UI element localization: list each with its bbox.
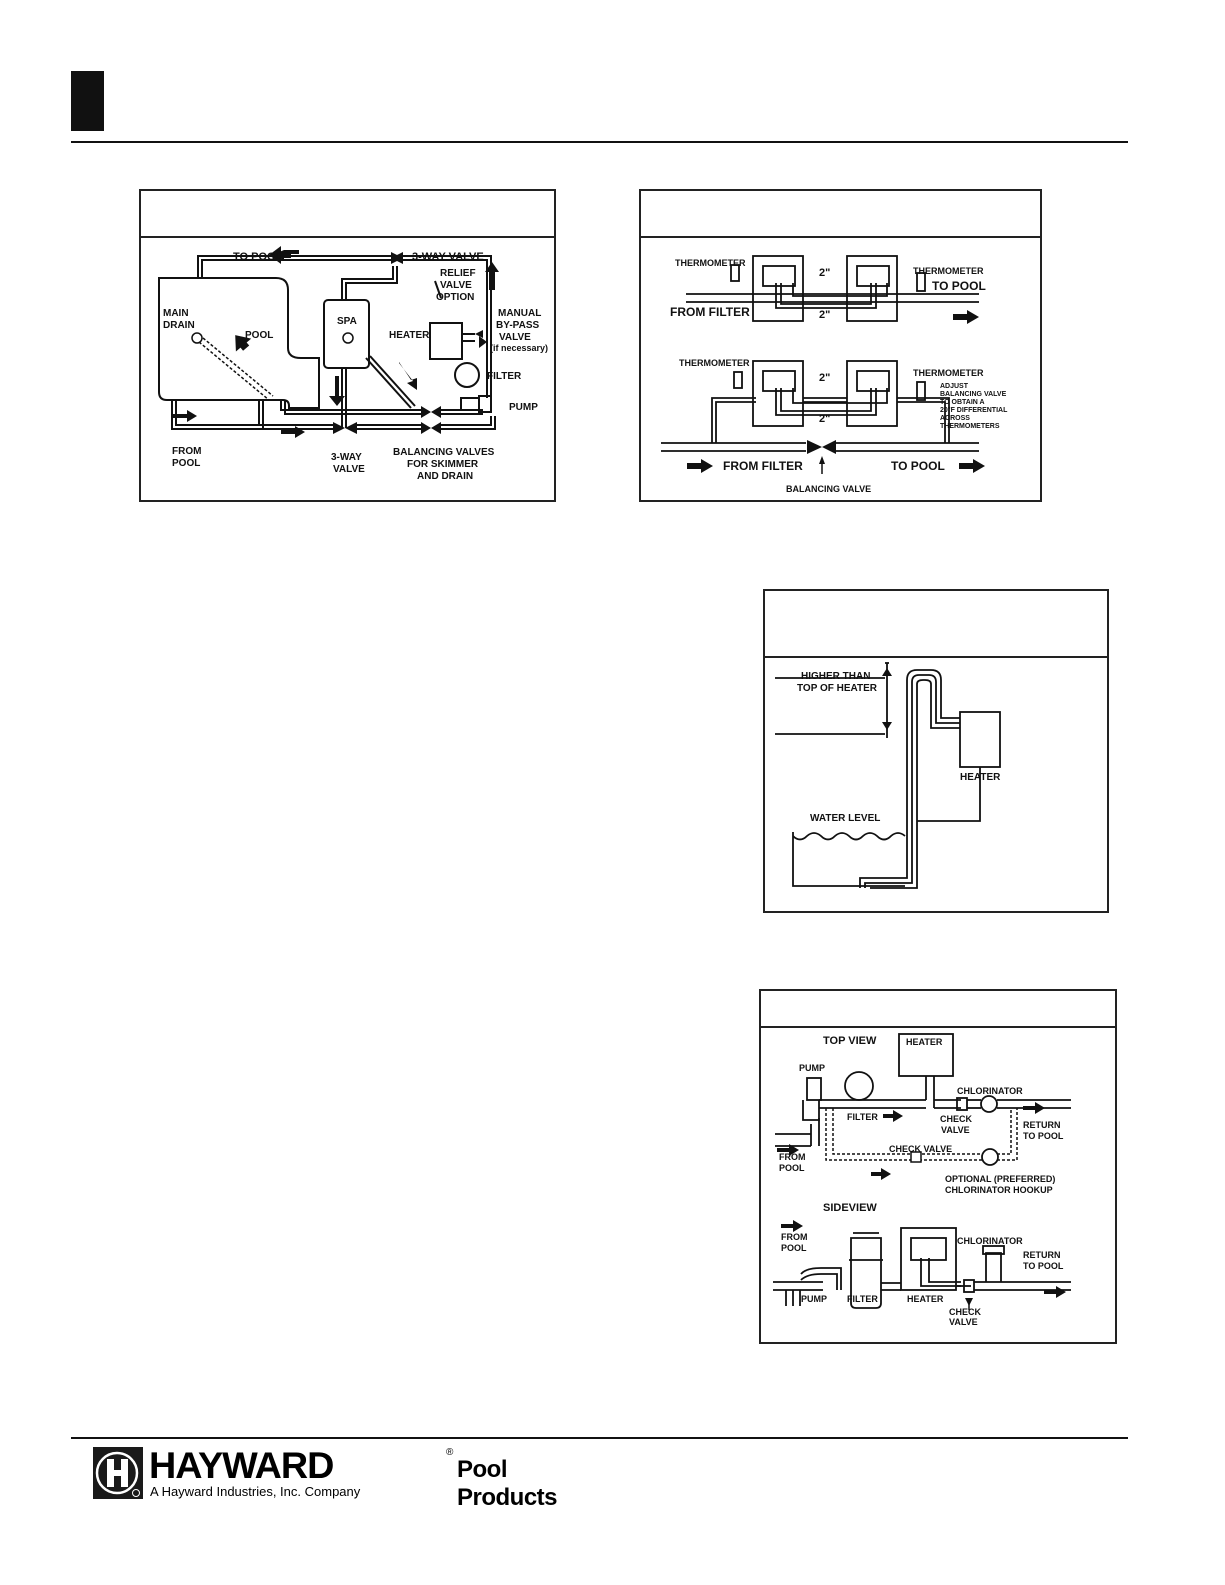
pool-products-label: Pool Products (457, 1456, 558, 1511)
pipe-size-label-3: 2" (819, 372, 830, 384)
bypass-valve-label: VALVE (499, 332, 531, 343)
thermometer-label-1: THERMOMETER (675, 258, 746, 268)
to-pool-label-2: TO POOL (891, 459, 945, 473)
heater-label-top: HEATER (906, 1037, 943, 1047)
chlorinator-hookup-label: CHLORINATOR HOOKUP (945, 1185, 1053, 1195)
figure-multiple-heaters: THERMOMETER THERMOMETER 2" 2" TO POOL FR… (639, 189, 1042, 502)
heater-label: HEATER (960, 772, 1001, 783)
from-label-side: FROM (781, 1232, 808, 1242)
adjust-note-1: ADJUST (940, 383, 969, 390)
figure-title (761, 991, 1115, 1028)
and-drain-label: AND DRAIN (417, 471, 473, 482)
if-necessary-label: (if necessary) (490, 343, 548, 353)
adjust-note-3: TO OBTAIN A (940, 399, 985, 406)
optional-label: OPTIONAL (PREFERRED) (945, 1174, 1055, 1184)
check-label-top: CHECK (940, 1114, 973, 1124)
adjust-note-2: BALANCING VALVE (940, 391, 1007, 398)
higher-than-label: HIGHER THAN (801, 671, 870, 682)
pool-label: POOL (245, 330, 273, 341)
three-way-valve-label: 3-WAY VALVE (412, 251, 484, 263)
to-pool-label-1: TO POOL (932, 279, 986, 293)
brand-name: HAYWARD (149, 1445, 334, 1486)
check-label-side: CHECK (949, 1307, 982, 1317)
filter-label-side: FILTER (847, 1294, 878, 1304)
sideview-label: SIDEVIEW (823, 1202, 877, 1214)
check-valve-label: CHECK VALVE (889, 1144, 952, 1154)
to-pool-label: TO POOL (233, 251, 283, 263)
water-level-label: WATER LEVEL (810, 813, 880, 824)
return-label-side: RETURN (1023, 1250, 1061, 1260)
balancing-valve-label: BALANCING VALVE (786, 484, 871, 494)
heater-label-side: HEATER (907, 1294, 944, 1304)
relief-label: RELIEF (440, 268, 476, 279)
three-way-valve-bottom-label: VALVE (333, 464, 365, 475)
to-pool-label-side: TO POOL (1023, 1261, 1064, 1271)
pipe-size-label-1: 2" (819, 267, 830, 279)
from-filter-label-2: FROM FILTER (723, 459, 803, 473)
hayward-logo: HAYWARD ® Pool Products A Hayward Indust… (93, 1445, 558, 1511)
figure-title (641, 191, 1040, 238)
from-label: FROM (172, 446, 201, 457)
chlorinator-label-side: CHLORINATOR (957, 1236, 1023, 1246)
balancing-valves-label: BALANCING VALVES (393, 447, 495, 458)
pump-label-side: PUMP (801, 1294, 827, 1304)
to-pool-label-top: TO POOL (1023, 1131, 1064, 1141)
drain-label: DRAIN (163, 320, 195, 331)
pool-label-top: POOL (779, 1163, 805, 1173)
return-label-top: RETURN (1023, 1120, 1061, 1130)
from-filter-label-1: FROM FILTER (670, 305, 750, 319)
heater-elevation-diagram: HIGHER THAN TOP OF HEATER HEATER WATER L… (775, 662, 1001, 889)
from-label-top: FROM (779, 1152, 806, 1162)
top-of-heater-label: TOP OF HEATER (797, 683, 878, 694)
pipe-size-label-2: 2" (819, 309, 830, 321)
figure-chlorinator-hookup: TOP VIEW HEATER PUMP CHLORINATOR FILTER … (759, 989, 1117, 1344)
registered-mark: ® (446, 1447, 454, 1458)
from-pool-label: POOL (172, 458, 200, 469)
multiple-heaters-diagram: THERMOMETER THERMOMETER 2" 2" TO POOL FR… (661, 255, 1008, 494)
top-view-label: TOP VIEW (823, 1035, 877, 1047)
relief-valve-label: VALVE (440, 280, 472, 291)
figure-heater-below-water: HIGHER THAN TOP OF HEATER HEATER WATER L… (763, 589, 1109, 913)
manual-label: MANUAL (498, 308, 541, 319)
spa-pool-diagram: TO POOL 3-WAY VALVE RELIEF VALVE OPTION … (158, 246, 548, 482)
hayward-h-emblem-icon (93, 1447, 143, 1499)
figure-spa-pool-plumbing: TO POOL 3-WAY VALVE RELIEF VALVE OPTION … (139, 189, 556, 502)
relief-option-label: OPTION (436, 292, 474, 303)
bypass-label: BY-PASS (496, 320, 539, 331)
valve-label-top: VALVE (941, 1125, 970, 1135)
adjust-note-6: THERMOMETERS (940, 423, 1000, 430)
spa-label: SPA (337, 316, 357, 327)
section-tab-marker (71, 71, 104, 131)
adjust-note-4: 20°F DIFFERENTIAL (940, 406, 1008, 414)
valve-label-side: VALVE (949, 1317, 978, 1327)
for-skimmer-label: FOR SKIMMER (407, 459, 479, 470)
footer-rule (71, 1437, 1128, 1439)
pipe-size-label-4: 2" (819, 413, 830, 425)
filter-label: FILTER (487, 371, 522, 382)
figure-title (141, 191, 554, 238)
thermometer-label-2: THERMOMETER (913, 266, 984, 276)
pool-label-side: POOL (781, 1243, 807, 1253)
heater-label: HEATER (389, 330, 430, 341)
main-label: MAIN (163, 308, 189, 319)
pump-label-top: PUMP (799, 1063, 825, 1073)
three-way-label: 3-WAY (331, 452, 362, 463)
thermometer-label-4: THERMOMETER (913, 368, 984, 378)
thermometer-label-3: THERMOMETER (679, 358, 750, 368)
filter-label-top: FILTER (847, 1112, 878, 1122)
chlorinator-diagram: TOP VIEW HEATER PUMP CHLORINATOR FILTER … (773, 1033, 1071, 1327)
header-rule (71, 141, 1128, 143)
figure-title (765, 591, 1107, 658)
pump-label: PUMP (509, 402, 538, 413)
adjust-note-5: ACROSS (940, 415, 970, 422)
chlorinator-label-top: CHLORINATOR (957, 1086, 1023, 1096)
company-tagline: A Hayward Industries, Inc. Company (150, 1484, 361, 1499)
